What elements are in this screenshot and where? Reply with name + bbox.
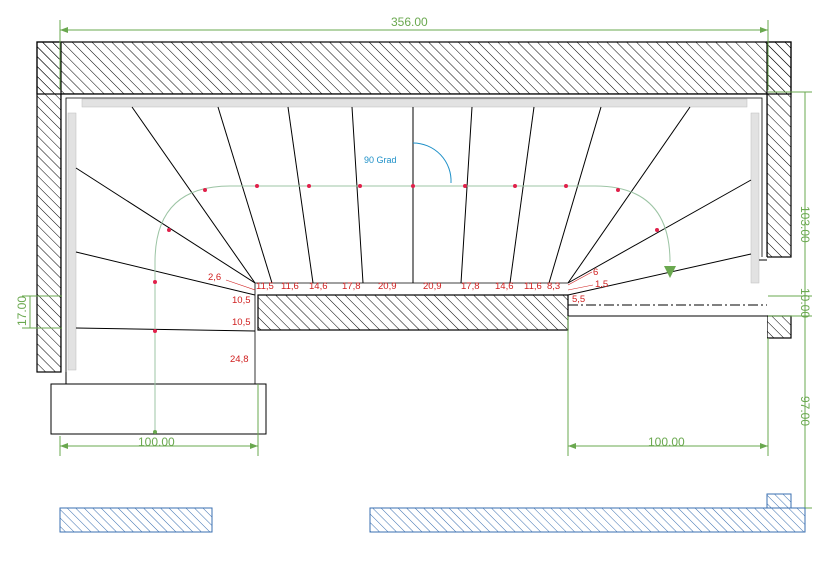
dim-total-width: 356.00 (391, 15, 428, 29)
bottom-step (50, 383, 267, 435)
center-beam (257, 294, 569, 331)
tread-label: 8,3 (547, 281, 560, 292)
walking-line (153, 184, 676, 434)
handrail-top (81, 98, 748, 108)
angle-label: 90 Grad (364, 155, 397, 165)
dimension-lines (22, 20, 812, 509)
right-landing (567, 259, 767, 317)
tread-label: 17,8 (461, 281, 480, 292)
tread-lines (75, 106, 752, 332)
tread-label: 20,9 (378, 281, 397, 292)
tread-label: 11,6 (281, 281, 299, 292)
tread-label: 17,8 (342, 281, 361, 292)
left-label: 24,8 (230, 354, 249, 365)
tread-label: 14,6 (495, 281, 514, 292)
floor-slab-left (59, 507, 213, 533)
dim-bottom-right: 100.00 (648, 435, 685, 449)
dim-small-right: 10.00 (798, 288, 812, 318)
angle-arc (412, 142, 452, 184)
tread-label: 11,5 (256, 281, 274, 292)
dim-bottom-left: 100.00 (138, 435, 175, 449)
dim-right-lower: 97.00 (798, 396, 812, 426)
handrail-left (67, 112, 77, 371)
right-label: 1,5 (595, 279, 608, 290)
right-label: 5,5 (572, 294, 585, 305)
floor-slab-right (369, 507, 806, 533)
left-label: 2,6 (208, 272, 221, 283)
left-label: 10,5 (232, 295, 251, 306)
left-label: 10,5 (232, 317, 251, 328)
tread-width-labels: 11,5 11,6 14,6 17,8 20,9 20,9 17,8 14,6 … (208, 267, 608, 365)
dim-left-small: 17.00 (15, 296, 29, 326)
tread-label: 11,6 (524, 281, 542, 292)
floor-step (766, 493, 792, 509)
dim-right-height: 103.00 (798, 206, 812, 243)
handrail-right (750, 112, 760, 284)
tread-label: 20,9 (423, 281, 442, 292)
tread-label: 14,6 (309, 281, 328, 292)
wall-outline (36, 41, 792, 373)
right-label: 6 (593, 267, 598, 278)
